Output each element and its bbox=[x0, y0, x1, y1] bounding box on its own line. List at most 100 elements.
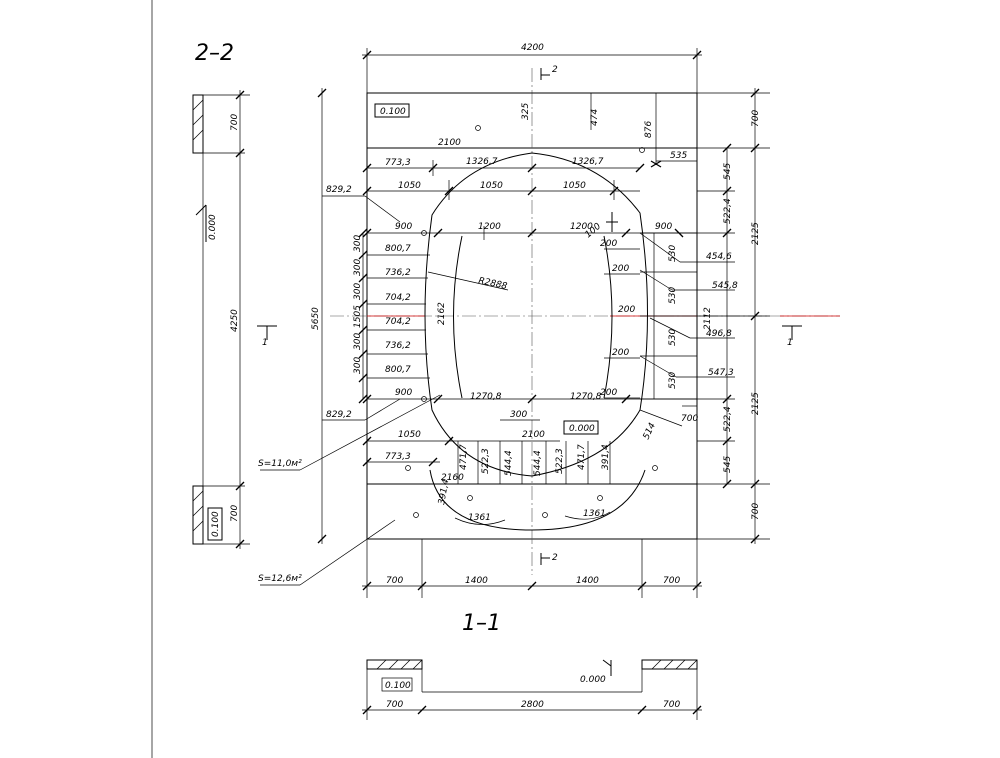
dim-545a: 545 bbox=[723, 163, 733, 180]
dim-300: 300 bbox=[353, 333, 363, 350]
dim-514: 514 bbox=[642, 421, 658, 441]
dim-bottom-v: 522,3 bbox=[555, 448, 565, 474]
dim-leader-454: 454,6 bbox=[706, 252, 732, 262]
dim-bottom-v: 391,4 bbox=[601, 444, 611, 470]
section-2-2: 700 4250 700 0.000 0.100 bbox=[192, 90, 250, 549]
dim-bottom-v: 471,7 bbox=[577, 444, 587, 470]
dim-1200-left: 1200 bbox=[478, 222, 501, 232]
lower-lobe bbox=[429, 469, 646, 531]
dim-391-left: 391,4 bbox=[437, 478, 451, 505]
dim-bottom: 1400 bbox=[465, 576, 488, 586]
dim-overall-width: 4200 bbox=[521, 43, 544, 53]
dim-1200-right: 1200 bbox=[570, 222, 593, 232]
dim-bottom-v: 522,3 bbox=[481, 448, 491, 474]
level-plan-top: 0.100 bbox=[380, 107, 406, 117]
dim-overall-height: 5650 bbox=[311, 307, 321, 330]
sec-dim-2800: 2800 bbox=[521, 700, 544, 710]
dim-stack: 800,7 bbox=[385, 365, 411, 375]
section-level-left: 0.100 bbox=[385, 681, 411, 691]
side-level-bottom: 0.100 bbox=[211, 511, 221, 537]
marker-circle bbox=[475, 125, 481, 131]
side-dim-700-top: 700 bbox=[230, 114, 240, 131]
level-box-center bbox=[563, 420, 599, 435]
dim-bottom: 1400 bbox=[576, 576, 599, 586]
marker-circle bbox=[597, 495, 603, 501]
dim-1361-left: 1361 bbox=[468, 513, 491, 523]
dim-1326-right: 1326,7 bbox=[572, 157, 604, 167]
dimension-lines: 4200 2 2 5650 700 2125 2125 700 bbox=[257, 43, 802, 598]
section-mark-top: 2 bbox=[552, 65, 558, 75]
level-plan-center: 0.000 bbox=[569, 424, 595, 434]
dim-876: 876 bbox=[644, 121, 654, 138]
dim-535: 535 bbox=[670, 151, 687, 161]
dim-right-2125a: 2125 bbox=[751, 222, 761, 245]
dim-stack: 736,2 bbox=[385, 341, 411, 351]
dim-300: 300 bbox=[353, 357, 363, 374]
dim-radius: R2888 bbox=[477, 276, 508, 292]
side-level-mid: 0.000 bbox=[208, 214, 218, 240]
dim-leader-545: 545,8 bbox=[712, 281, 738, 291]
sec-dim-700-left: 700 bbox=[386, 700, 403, 710]
dim-stack: 800,7 bbox=[385, 244, 411, 254]
dim-200: 200 bbox=[612, 348, 629, 358]
dim-right-2125b: 2125 bbox=[751, 392, 761, 415]
dim-1270-right: 1270,8 bbox=[570, 392, 602, 402]
dim-2112: 2112 bbox=[703, 307, 713, 330]
dim-stack: 736,2 bbox=[385, 268, 411, 278]
dim-300: 300 bbox=[353, 259, 363, 276]
dim-829-top: 829,2 bbox=[326, 185, 352, 195]
dim-700-right: 700 bbox=[681, 414, 698, 424]
dim-1050: 1050 bbox=[398, 181, 421, 191]
dim-545b: 545 bbox=[723, 456, 733, 473]
dim-300: 300 bbox=[353, 283, 363, 300]
dim-300-bottom: 300 bbox=[510, 410, 527, 420]
dim-530: 530 bbox=[668, 372, 678, 389]
dim-200: 200 bbox=[600, 239, 617, 249]
dim-2100-bottom: 2100 bbox=[522, 430, 545, 440]
marker-circle bbox=[467, 495, 473, 501]
marker-circle bbox=[652, 465, 658, 471]
dim-530: 530 bbox=[668, 245, 678, 262]
dim-2162: 2162 bbox=[437, 302, 447, 325]
dim-1050-bottom: 1050 bbox=[398, 430, 421, 440]
dim-stack: 704,2 bbox=[385, 293, 411, 303]
dim-leader-496: 496,8 bbox=[706, 329, 732, 339]
dim-773-top: 773,3 bbox=[385, 158, 411, 168]
section-1-right: 1 bbox=[787, 338, 793, 348]
marker-circle bbox=[421, 396, 427, 402]
dim-top-2100: 2100 bbox=[438, 138, 461, 148]
dim-1326-left: 1326,7 bbox=[466, 157, 498, 167]
dim-bottom: 700 bbox=[663, 576, 680, 586]
marker-circle bbox=[421, 230, 427, 236]
dim-900-top-right: 900 bbox=[655, 222, 672, 232]
marker-circle bbox=[405, 465, 411, 471]
inner-arc-right bbox=[603, 235, 613, 399]
dim-right-bottom: 700 bbox=[751, 503, 761, 520]
dim-829-bottom: 829,2 bbox=[326, 410, 352, 420]
marker-circle bbox=[413, 512, 419, 518]
dim-1361-right: 1361 bbox=[583, 509, 606, 519]
dim-leader-547: 547,3 bbox=[708, 368, 734, 378]
dim-900-bottom: 900 bbox=[395, 388, 412, 398]
dim-1050: 1050 bbox=[563, 181, 586, 191]
dim-stack: 704,2 bbox=[385, 317, 411, 327]
dim-right-top: 700 bbox=[751, 110, 761, 127]
dim-1270-left: 1270,8 bbox=[470, 392, 502, 402]
dim-200: 200 bbox=[612, 264, 629, 274]
section-level-right: 0.000 bbox=[580, 675, 606, 685]
section-title-1-1: 1–1 bbox=[462, 611, 501, 636]
inner-arc-left bbox=[453, 235, 463, 399]
dim-522a: 522,4 bbox=[723, 198, 733, 224]
dim-900-top-left: 900 bbox=[395, 222, 412, 232]
dim-300: 300 bbox=[353, 235, 363, 252]
side-dim-4250: 4250 bbox=[230, 309, 240, 332]
opening-outline bbox=[424, 152, 648, 477]
section-1-1: 700 2800 700 0.100 0.000 bbox=[362, 659, 702, 720]
section-1-left: 1 bbox=[262, 338, 268, 348]
dim-474: 474 bbox=[590, 109, 600, 126]
dim-522b: 522,4 bbox=[723, 406, 733, 432]
dim-bottom-v: 471,7 bbox=[459, 444, 469, 470]
dim-200: 200 bbox=[618, 305, 635, 315]
dim-bottom-v: 544,4 bbox=[504, 450, 514, 476]
